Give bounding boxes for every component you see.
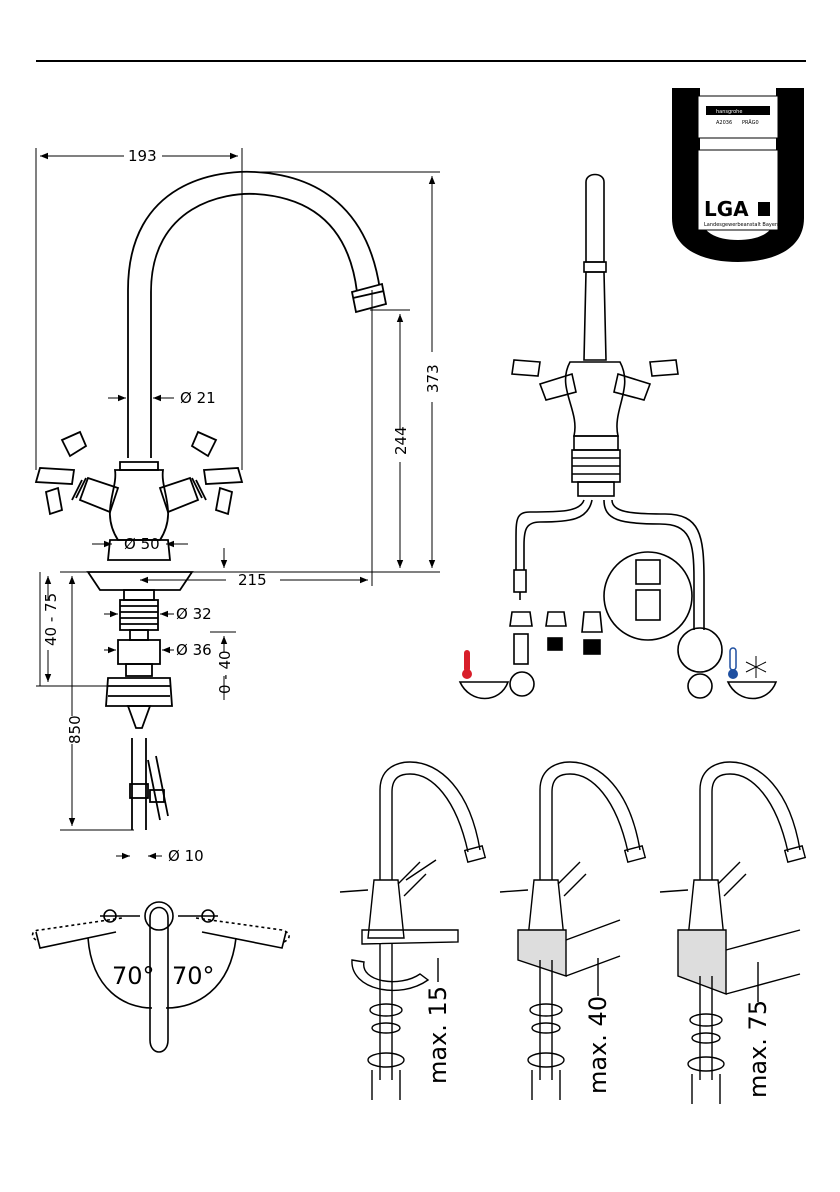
cold-thermometer-icon xyxy=(728,648,738,679)
install-variant-2 xyxy=(500,762,645,1100)
rotation-top-view xyxy=(33,902,290,1052)
install-max-15: max. 15 xyxy=(424,986,452,1084)
main-faucet xyxy=(36,172,386,830)
dim-193: 193 xyxy=(128,147,157,165)
rotation-left-label: 70° xyxy=(112,962,155,990)
dim-diameter-32: Ø 32 xyxy=(176,605,212,623)
dim-diameter-50: Ø 50 xyxy=(124,535,160,553)
dimension-lines xyxy=(36,148,440,856)
dim-diameter-36: Ø 36 xyxy=(176,641,212,659)
dim-373: 373 xyxy=(424,364,442,393)
install-variant-3 xyxy=(660,762,805,1104)
install-variant-1 xyxy=(340,762,485,1100)
cert-org: Landesgewerbeanstalt Bayern xyxy=(704,222,780,228)
snowflake-icon xyxy=(746,656,766,678)
dim-244: 244 xyxy=(392,426,410,455)
cert-code-a: A2036 xyxy=(716,120,732,126)
dim-range-40-75: 40 - 75 xyxy=(42,593,60,646)
hot-thermometer-icon xyxy=(462,650,472,679)
install-max-75: max. 75 xyxy=(744,1000,772,1098)
cert-code-b: PRÄG0 xyxy=(742,119,759,126)
rotation-right-label: 70° xyxy=(172,962,215,990)
dim-range-0-40: 0 - 40 xyxy=(216,650,234,694)
cert-brand: hansgrohe xyxy=(716,109,742,115)
install-max-40: max. 40 xyxy=(584,996,612,1094)
dim-215: 215 xyxy=(238,571,267,589)
dim-diameter-21: Ø 21 xyxy=(180,389,216,407)
dim-diameter-10: Ø 10 xyxy=(168,847,204,865)
dim-850: 850 xyxy=(66,715,84,744)
cert-logo: LGA xyxy=(704,197,749,221)
